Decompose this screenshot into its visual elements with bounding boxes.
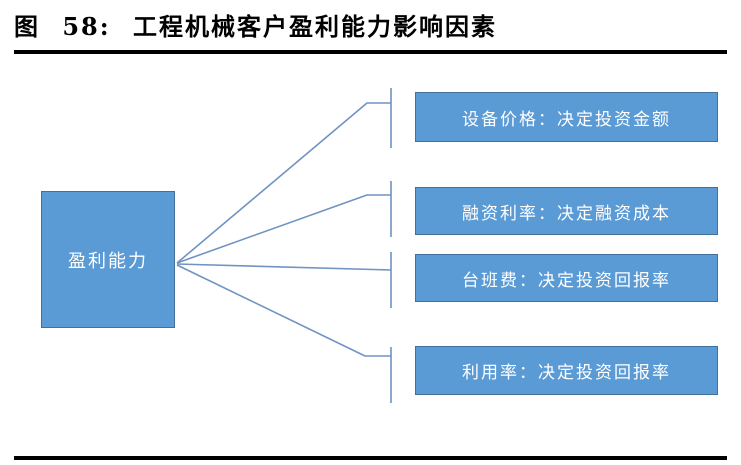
factor-label-utilization: 利用率：决定投资回报率 <box>462 363 671 382</box>
source-box-label: 盈利能力 <box>68 250 148 271</box>
factor-box-shift-fee: 台班费：决定投资回报率 <box>415 254 718 302</box>
factor-label-shift-fee: 台班费：决定投资回报率 <box>462 270 671 290</box>
source-box-profitability: 盈利能力 <box>41 191 175 328</box>
connector-to-equipment-price <box>176 102 391 264</box>
bottom-border-rule <box>14 456 727 460</box>
factor-label-equipment-price: 设备价格：决定投资金额 <box>462 109 671 129</box>
connector-to-shift-fee <box>176 263 392 271</box>
connector-to-financing-rate <box>176 194 391 264</box>
figure-title: 图 58: 工程机械客户盈利能力影响因素 <box>14 12 497 41</box>
factor-box-utilization: 利用率：决定投资回报率 <box>415 346 718 395</box>
factor-box-financing-rate: 融资利率：决定融资成本 <box>415 187 718 235</box>
connector-to-utilization <box>176 264 391 357</box>
factor-label-financing-rate: 融资利率：决定融资成本 <box>462 203 671 223</box>
factor-box-equipment-price: 设备价格：决定投资金额 <box>415 92 718 142</box>
title-divider-rule <box>14 50 727 54</box>
